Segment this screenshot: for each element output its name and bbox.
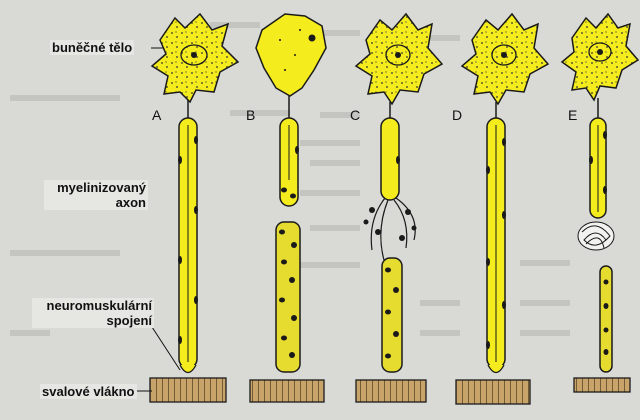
axon-c-distal [382, 258, 402, 372]
label-junction-line2: spojení [34, 313, 152, 328]
label-cell-body: buněčné tělo [50, 40, 134, 55]
label-neuromuscular-junction: neuromuskulární spojení [32, 298, 154, 328]
stage-label-c: C [350, 107, 360, 123]
muscle-fiber-e [574, 378, 630, 392]
stage-label-d: D [452, 107, 462, 123]
cell-body-d [462, 14, 548, 104]
neuron-d [456, 14, 548, 404]
stage-label-a: A [152, 107, 161, 123]
muscle-fiber-a [150, 378, 226, 402]
muscle-fiber-b [250, 380, 324, 402]
label-muscle-fiber: svalové vlákno [40, 384, 137, 399]
label-axon-line2: axon [46, 195, 146, 210]
label-junction-line1: neuromuskulární [34, 298, 152, 313]
stage-label-e: E [568, 107, 577, 123]
muscle-fiber-d [456, 380, 530, 404]
neuron-e [562, 14, 638, 392]
axon-c-sprouts [371, 198, 415, 260]
neuron-b [250, 14, 326, 402]
muscle-fiber-c [356, 380, 426, 402]
axon-e-regrowth-tangle [578, 222, 614, 250]
stage-label-b: B [246, 107, 255, 123]
label-myelinated-axon: myelinizovaný axon [44, 180, 148, 210]
leader-lines [137, 48, 180, 391]
cell-body-e [562, 14, 638, 100]
cell-body-b [256, 14, 326, 96]
neuron-c [356, 14, 442, 402]
cell-body-a [152, 14, 238, 102]
label-axon-line1: myelinizovaný [46, 180, 146, 195]
cell-body-c [356, 14, 442, 104]
